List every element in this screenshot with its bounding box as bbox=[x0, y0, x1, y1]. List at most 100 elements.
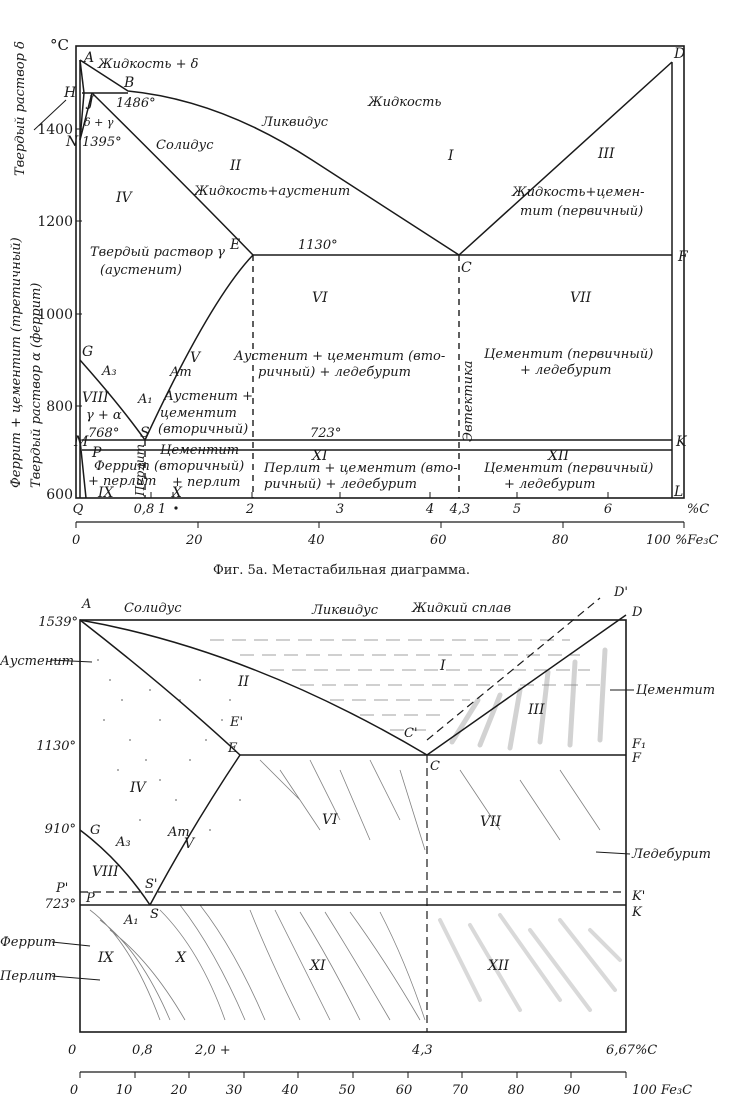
c-tick-bottom-2: 2,0 + bbox=[194, 1043, 231, 1058]
point-k-bottom: K bbox=[631, 905, 643, 920]
c-tick-3: 3 bbox=[336, 502, 344, 517]
a3-line bbox=[79, 359, 146, 441]
label-ferrite-perlite-2: + перлит bbox=[88, 474, 156, 489]
c-unit: %C bbox=[687, 502, 709, 517]
point-d-bottom: D bbox=[631, 605, 643, 620]
point-l: L bbox=[673, 484, 683, 500]
temp-1130-bottom: 1130° bbox=[36, 739, 76, 754]
zone-ix: IX bbox=[97, 485, 115, 501]
structure-diagram: 1539° 1130° 910° 723° A D D' E' E C' C F… bbox=[0, 585, 715, 1098]
c-tick-5: 5 bbox=[513, 502, 521, 517]
zone-xi-bottom: XI bbox=[309, 958, 326, 974]
zone-xii-bottom: XII bbox=[487, 958, 509, 974]
label-am: Am bbox=[169, 365, 192, 380]
zone-vi: VI bbox=[312, 290, 328, 306]
temp-910: 910° bbox=[45, 822, 76, 837]
point-pp: P' bbox=[55, 881, 68, 896]
label-cem-led-2: + ледебурит bbox=[520, 363, 611, 378]
zone-x: X bbox=[171, 485, 183, 501]
ledeburite-texture bbox=[259, 759, 601, 851]
label-am-bottom: Am bbox=[167, 825, 190, 840]
perlite-lamellae bbox=[89, 904, 266, 1021]
c-tick-4-3: 4,3 bbox=[449, 502, 471, 517]
zone-ii-bottom: II bbox=[237, 674, 250, 690]
liquid-hatch bbox=[210, 639, 600, 731]
fe3c-tick-40: 40 bbox=[307, 533, 325, 548]
point-f: F bbox=[677, 249, 689, 265]
point-f-bottom: F bbox=[631, 751, 642, 766]
label-cem-perl-1: Цементит bbox=[160, 443, 239, 458]
c-tick-bottom-0: 0 bbox=[68, 1043, 76, 1058]
zone-iv-bottom: IV bbox=[129, 780, 148, 796]
t-tick-1400: 1400 bbox=[37, 122, 73, 138]
t-unit: °C bbox=[50, 36, 69, 54]
point-q: Q bbox=[73, 502, 84, 517]
fe3c-tick-bottom-50: 50 bbox=[339, 1083, 356, 1098]
c-tick-4: 4 bbox=[425, 502, 434, 517]
fe3c-tick-0: 0 bbox=[72, 533, 80, 548]
label-ferrite-perlite-1: Феррит bbox=[94, 459, 150, 474]
zone-ii: II bbox=[229, 158, 242, 174]
zone-iii: III bbox=[597, 146, 615, 162]
point-m: M bbox=[73, 434, 89, 450]
zone-vii: VII bbox=[570, 290, 592, 306]
point-e: E bbox=[229, 237, 240, 253]
zone-iv: IV bbox=[115, 190, 134, 206]
point-dp: D' bbox=[613, 585, 628, 600]
point-ep: E' bbox=[229, 715, 243, 730]
fe3c-tick-bottom-20: 20 bbox=[170, 1083, 188, 1098]
fe3c-tick-60: 60 bbox=[430, 533, 447, 548]
solidus-line bbox=[91, 92, 254, 256]
point-h: H bbox=[63, 85, 77, 101]
metastable-diagram: °C 1400 1200 1000 800 600 Q 0,8 1 bbox=[9, 36, 719, 578]
label-gamma-alpha: γ + α bbox=[86, 408, 122, 423]
point-n: N bbox=[65, 134, 79, 150]
temp-723-bottom: 723° bbox=[45, 897, 76, 912]
label-perlite-vertical: Перлит bbox=[133, 444, 147, 497]
point-j: J bbox=[85, 94, 95, 110]
zone-iii-bottom: III bbox=[527, 702, 545, 718]
zone-viii: VIII bbox=[82, 390, 109, 406]
point-s-bottom: S bbox=[150, 907, 159, 922]
acm-line-bottom bbox=[149, 754, 241, 906]
c-tick-1: 1 bbox=[158, 502, 166, 517]
temp-768: 768° bbox=[88, 426, 119, 441]
label-solidus-bottom: Солидус bbox=[124, 601, 182, 616]
side-label-delta: Твердый раствор δ bbox=[13, 41, 28, 176]
zone-viii-bottom: VIII bbox=[92, 864, 119, 880]
fe3c-tick-bottom-90: 90 bbox=[564, 1083, 581, 1098]
leader-ferrite bbox=[51, 941, 91, 947]
c-tick-6: 6 bbox=[604, 502, 612, 517]
point-a: A bbox=[82, 50, 94, 66]
point-p: P bbox=[91, 445, 102, 461]
point-cp: C' bbox=[404, 726, 418, 741]
c-tick-bottom-0-8: 0,8 bbox=[132, 1043, 153, 1058]
temp-1486: 1486° bbox=[116, 96, 156, 111]
a3-line-bottom bbox=[79, 829, 151, 906]
label-liquid-cementite-1: Жидкость+цемен- bbox=[511, 185, 645, 200]
primary-cementite-needles bbox=[449, 647, 608, 751]
fe3c-tick-80: 80 bbox=[552, 533, 569, 548]
point-kp: K' bbox=[631, 889, 645, 904]
label-cem-led-low-2: + ледебурит bbox=[504, 477, 595, 492]
fe3c-tick-bottom-30: 30 bbox=[226, 1083, 243, 1098]
label-perl-led-1: Перлит + цементит (вто- bbox=[263, 461, 458, 476]
point-f1: F₁ bbox=[631, 737, 646, 752]
temp-723: 723° bbox=[310, 426, 341, 441]
temp-1539: 1539° bbox=[38, 615, 78, 630]
jn-line bbox=[79, 92, 93, 141]
figure-caption: Фиг. 5а. Метастабильная диаграмма. bbox=[213, 563, 470, 578]
label-cem-led-1: Цементит (первичный) bbox=[484, 347, 653, 362]
label-eutectic: Эвтектика bbox=[461, 360, 476, 442]
zone-vi-bottom: VI bbox=[322, 812, 338, 828]
label-austenite: Аустенит bbox=[0, 654, 74, 669]
label-ledeburite: Ледебурит bbox=[631, 847, 711, 862]
point-e-bottom: E bbox=[227, 741, 238, 756]
fe3c-tick-bottom-70: 70 bbox=[452, 1083, 469, 1098]
label-a3-bottom: A₃ bbox=[115, 835, 131, 850]
austenite-dots bbox=[97, 659, 241, 831]
label-cem-perl-3: + перлит bbox=[172, 475, 240, 490]
fe3c-tick-bottom-40: 40 bbox=[281, 1083, 299, 1098]
zone-xii: XII bbox=[547, 448, 569, 464]
solidus-line-bottom bbox=[79, 619, 241, 756]
